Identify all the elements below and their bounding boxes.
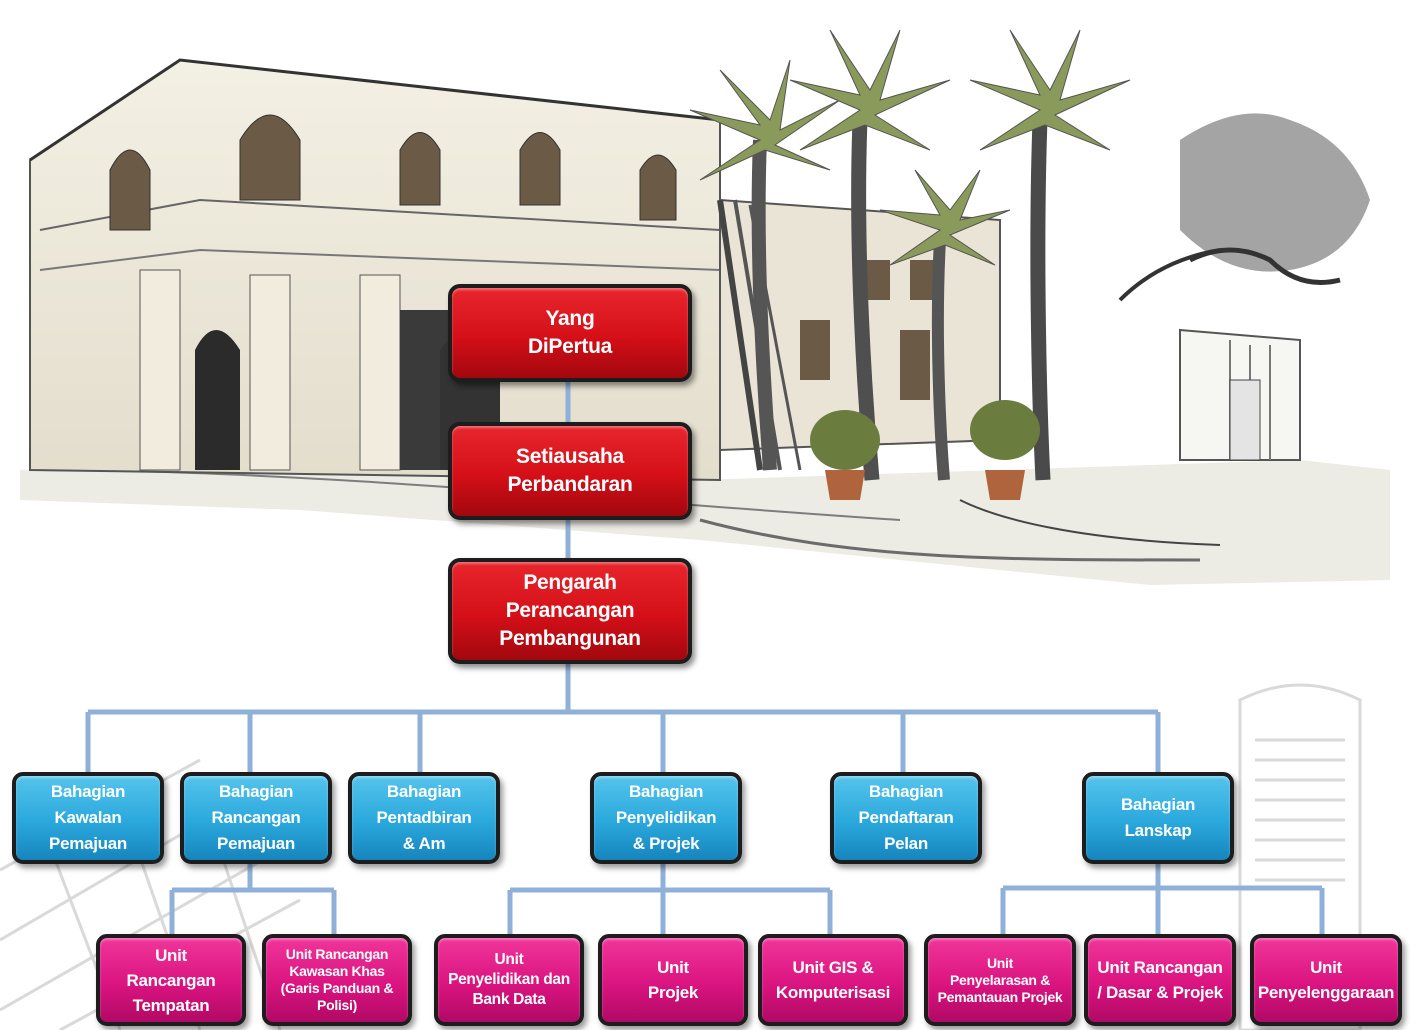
node-bahagian-rancangan-pemajuan: Bahagian Rancangan Pemajuan: [180, 772, 332, 864]
node-unit-gis-komputerisasi: Unit GIS & Komputerisasi: [758, 934, 908, 1026]
node-bahagian-pendaftaran-pelan: Bahagian Pendaftaran Pelan: [830, 772, 982, 864]
node-bahagian-lanskap: Bahagian Lanskap: [1082, 772, 1234, 864]
connector-rancangan-units: [169, 860, 337, 940]
node-unit-penyelenggaraan: Unit Penyelenggaraan: [1250, 934, 1402, 1026]
connector-penyelidikan-units: [507, 860, 833, 940]
node-pengarah-perancangan-pembangunan: Pengarah Perancangan Pembangunan: [448, 558, 692, 664]
node-bahagian-pentadbiran-am: Bahagian Pentadbiran & Am: [348, 772, 500, 864]
connector-lanskap-units: [1000, 860, 1325, 940]
node-unit-rancangan-kawasan-khas: Unit Rancangan Kawasan Khas (Garis Pandu…: [262, 934, 412, 1026]
node-unit-rancangan-tempatan: Unit Rancangan Tempatan: [96, 934, 246, 1026]
node-unit-penyelarasan-pemantauan-projek: Unit Penyelarasan & Pemantauan Projek: [924, 934, 1076, 1026]
node-yang-dipertua: Yang DiPertua: [448, 284, 692, 382]
node-bahagian-penyelidikan-projek: Bahagian Penyelidikan & Projek: [590, 772, 742, 864]
node-setiausaha-perbandaran: Setiausaha Perbandaran: [448, 422, 692, 520]
node-unit-projek: Unit Projek: [598, 934, 748, 1026]
node-unit-penyelidikan-bank-data: Unit Penyelidikan dan Bank Data: [434, 934, 584, 1026]
node-unit-rancangan-dasar-projek: Unit Rancangan / Dasar & Projek: [1084, 934, 1236, 1026]
node-bahagian-kawalan-pemajuan: Bahagian Kawalan Pemajuan: [12, 772, 164, 864]
